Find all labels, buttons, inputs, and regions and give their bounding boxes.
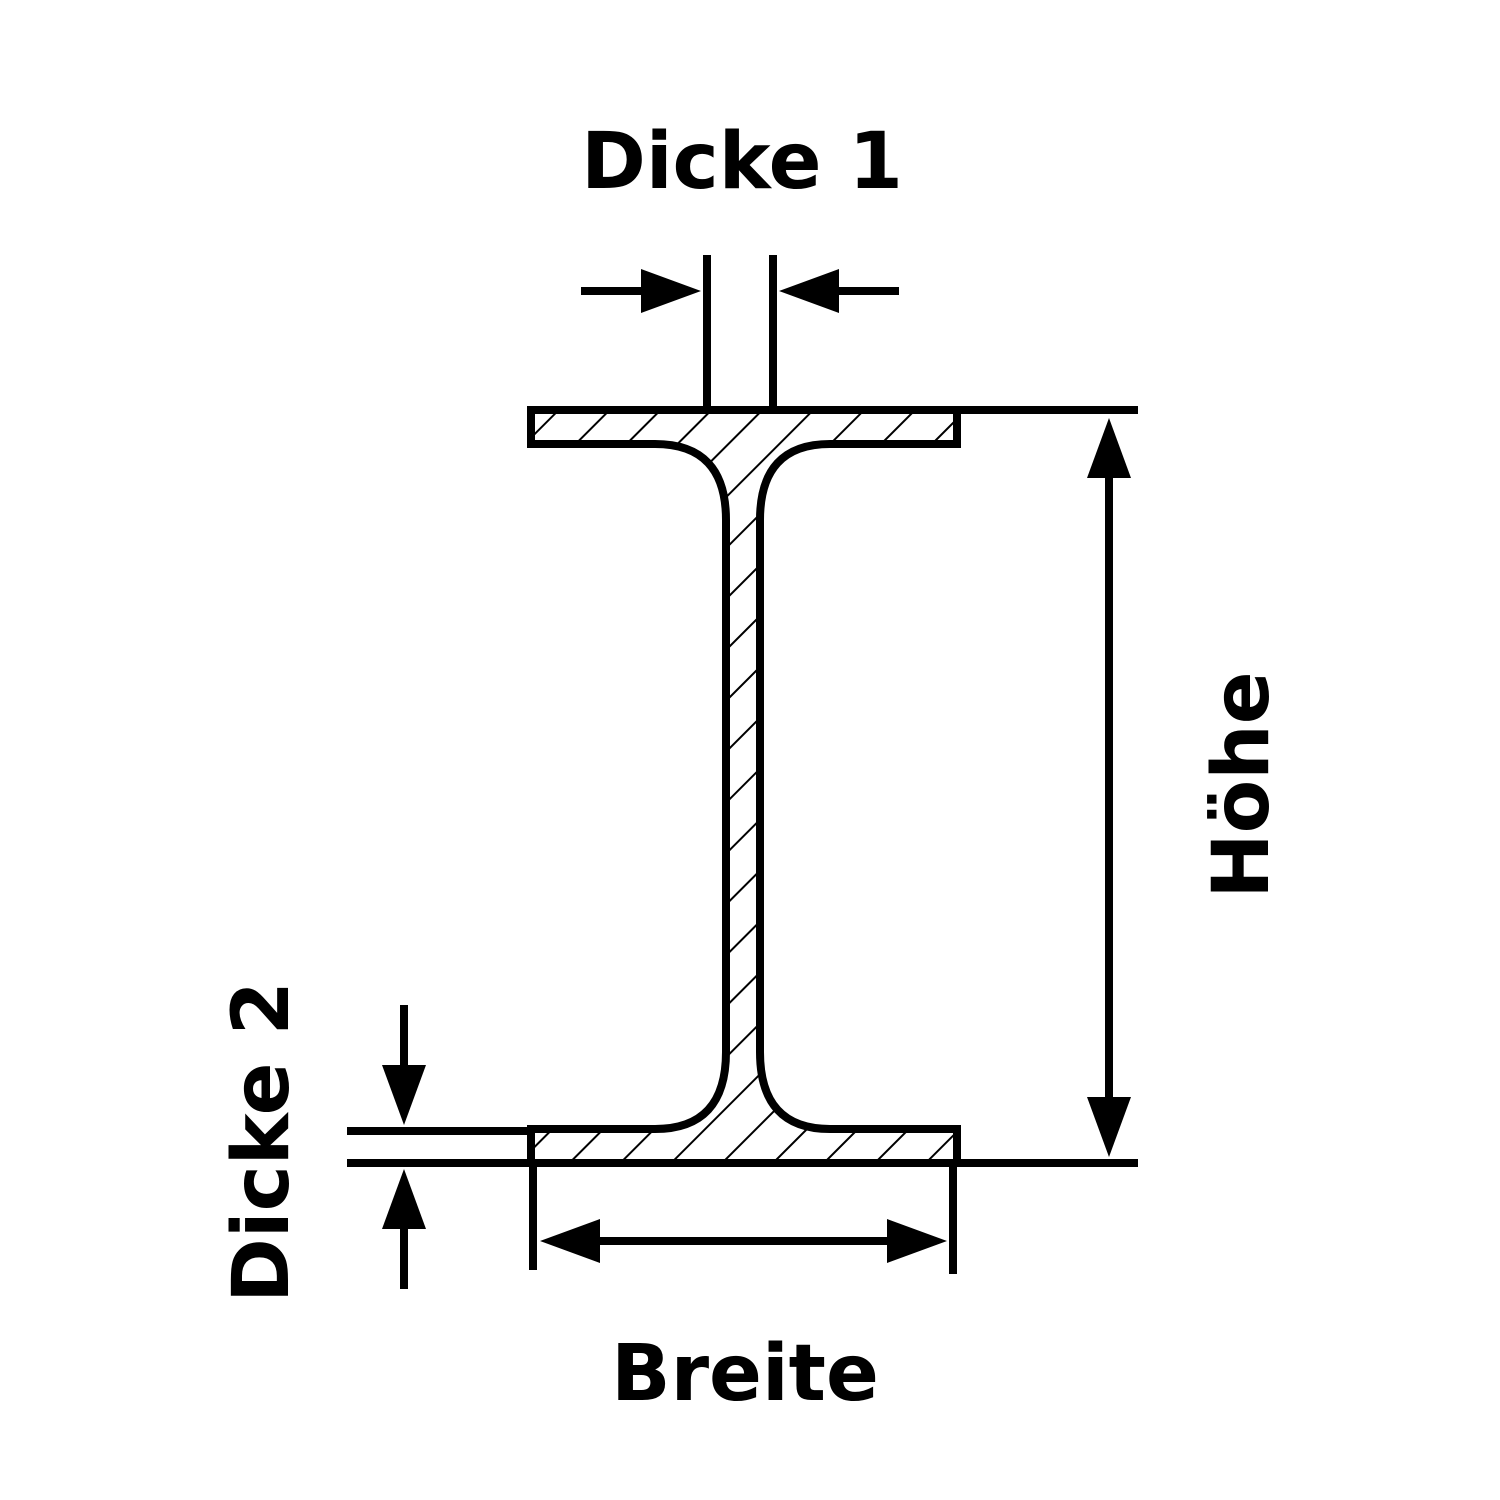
arrow-left-icon [779, 269, 839, 313]
dimension-web-thickness: Dicke 1 [581, 117, 903, 410]
label-height: Höhe [1197, 671, 1287, 898]
label-width: Breite [611, 1329, 879, 1419]
arrow-down-icon [1087, 1097, 1131, 1157]
arrow-right-icon [887, 1219, 947, 1263]
dimension-height: Höhe [957, 406, 1287, 1167]
arrow-up-icon [1087, 418, 1131, 478]
arrow-right-icon [641, 269, 701, 313]
label-flange-thickness: Dicke 2 [217, 981, 307, 1303]
dimension-flange-thickness: Dicke 2 [217, 981, 531, 1303]
i-beam-profile [527, 406, 961, 1167]
beam-section [527, 406, 961, 1167]
arrow-up-icon [382, 1169, 426, 1229]
dimension-width: Breite [529, 1163, 957, 1419]
arrow-left-icon [540, 1219, 600, 1263]
arrow-down-icon [382, 1065, 426, 1125]
label-web-thickness: Dicke 1 [581, 117, 903, 207]
